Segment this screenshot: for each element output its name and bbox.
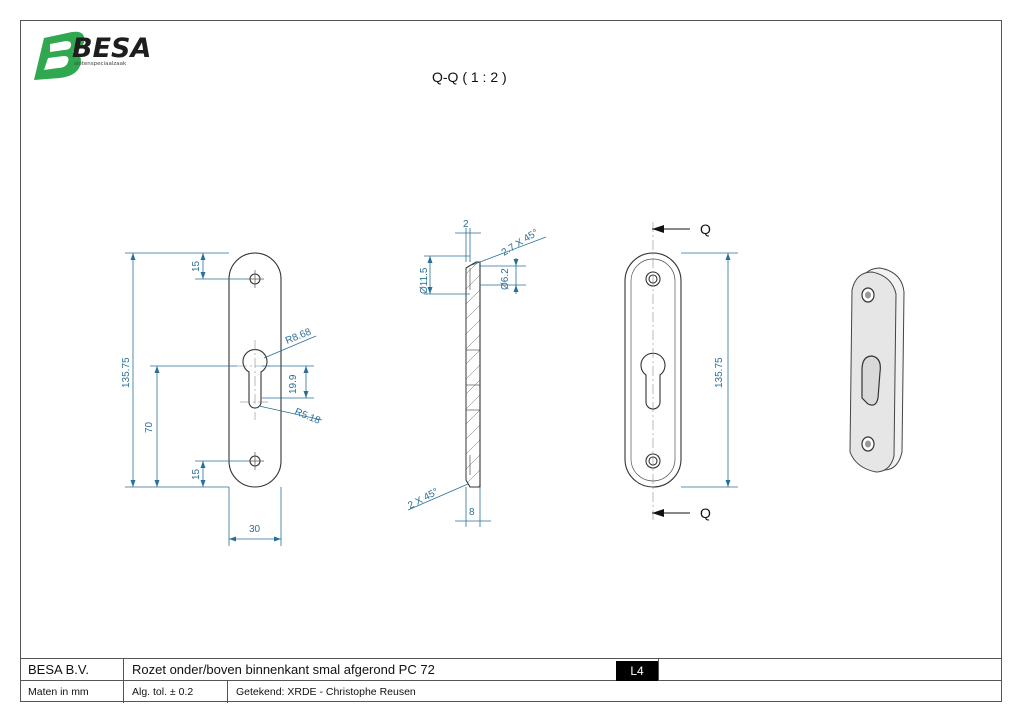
logo-brand: BESA	[72, 33, 151, 64]
dim-chamfer-bottom: 2 X 45°	[406, 486, 440, 511]
dim-center-to-hole: 70	[144, 421, 155, 433]
dim-bore-outer: Ø11.5	[419, 267, 430, 294]
title-block-empty	[658, 659, 1002, 681]
section-view	[465, 261, 481, 488]
side-view-dimensions: 135.75	[681, 252, 738, 488]
front-view	[228, 252, 282, 488]
title-block-description: Rozet onder/boven binnenkant smal afgero…	[124, 659, 616, 681]
dim-thickness-top: 2	[463, 219, 469, 230]
front-view-dimensions: 135.75 70 15 15 30 R8.68 R5.18 19.9	[121, 252, 322, 546]
section-view-dimensions: 2 2.7 X 45° Ø11.5 Ø6.2 2 X 45° 8	[406, 219, 547, 527]
side-view: Q Q	[624, 221, 711, 522]
dim-radius-bottom: R5.18	[293, 407, 322, 427]
dim-height: 135.75	[121, 357, 132, 388]
dim-side-height: 135.75	[714, 357, 725, 388]
besa-logo: BESA slotenspeciaalzaak	[34, 31, 151, 80]
dim-slot-length: 19.9	[288, 374, 299, 394]
dim-hole-offset-bottom: 15	[191, 468, 202, 480]
dim-depth: 8	[469, 507, 475, 518]
dim-hole-offset-top: 15	[191, 260, 202, 272]
isometric-view	[849, 267, 905, 473]
section-marker-top: Q	[700, 221, 711, 237]
drawing-sheet	[20, 20, 1002, 702]
section-title: Q-Q ( 1 : 2 )	[432, 69, 507, 85]
title-block: BESA B.V. Rozet onder/boven binnenkant s…	[20, 658, 1002, 703]
dim-bore-inner: Ø6.2	[500, 268, 511, 290]
title-block-drawn-by: Getekend: XRDE - Christophe Reusen	[236, 686, 416, 698]
logo-tagline: slotenspeciaalzaak	[74, 61, 127, 67]
dim-chamfer-top: 2.7 X 45°	[500, 227, 541, 258]
title-block-company: BESA B.V.	[20, 659, 124, 681]
title-block-sheet-size: L4	[616, 661, 658, 681]
dim-width: 30	[249, 524, 261, 535]
section-marker-bottom: Q	[700, 505, 711, 521]
title-block-units: Maten in mm	[20, 681, 124, 703]
title-block-tolerance: Alg. tol. ± 0.2	[124, 681, 228, 703]
